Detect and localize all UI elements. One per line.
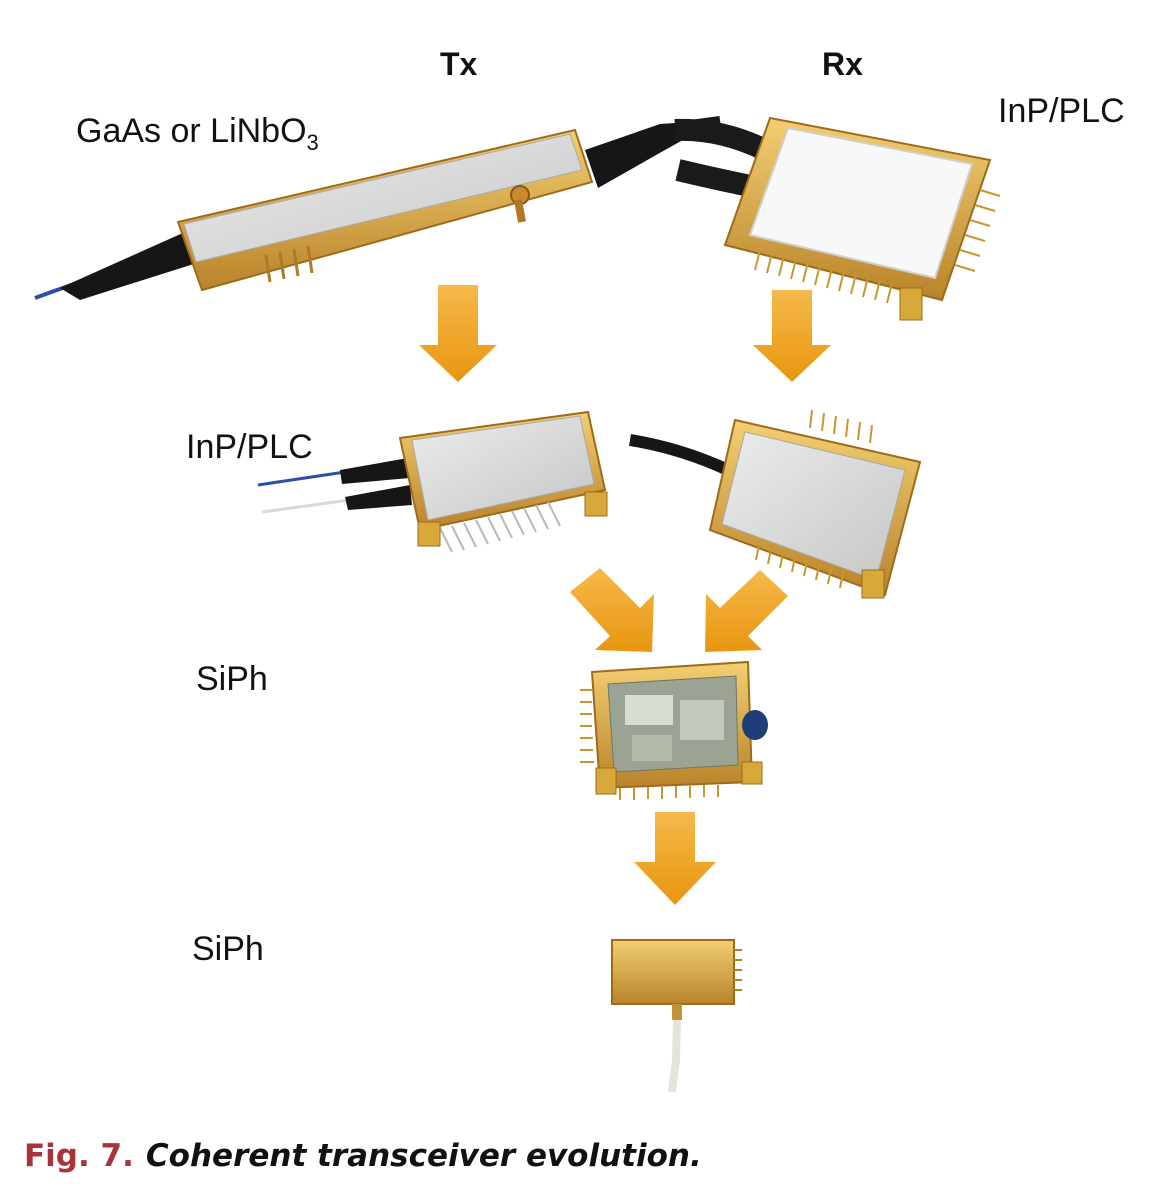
siph-gen3-pins [580,689,719,800]
rx-gen1-lid [748,126,974,280]
figure-illustration [34,116,1001,1093]
tx-gen2-tab-left [417,521,441,547]
arrow-tx-gen2-to-gen3 [570,568,654,652]
tx-gen2-boot-top [340,458,410,484]
rx-gen1-pins [754,189,1001,304]
tech-label-tx-gen1-subscript: 3 [306,129,319,155]
caption-text: Coherent transceiver evolution. [145,1138,702,1174]
column-header-rx: Rx [822,46,863,82]
tech-label-rx-gen1: InP/PLC [998,92,1125,130]
siph-gen3-module [580,660,768,800]
tech-label-gen2: InP/PLC [186,428,313,466]
arrow-rx-gen1-to-gen2 [753,290,831,382]
siph-gen4-fiber [668,1019,681,1093]
tx-gen2-tab-right [584,491,608,517]
tx-gen1-module [34,116,721,300]
siph-gen3-chip-a [625,695,673,725]
tech-label-gen3: SiPh [196,660,268,698]
arrow-tx-gen1-to-gen2 [419,285,497,382]
rx-gen2-tab [861,569,885,599]
siph-gen4-pins [734,949,742,991]
siph-gen3-connector [742,710,768,740]
rx-gen2-fiber [629,434,731,476]
tx-gen1-lid [183,133,583,263]
tx-gen1-rf-stem [514,199,526,223]
tx-gen2-fiber-white [261,498,351,514]
tech-label-tx-gen1: GaAs or LiNbO3 [76,112,319,156]
figure-caption: Fig. 7. Coherent transceiver evolution. [24,1138,702,1174]
tech-label-tx-gen1-text: GaAs or LiNbO [76,112,307,150]
rx-gen1-tab [899,287,923,321]
figure-number: Fig. 7. [24,1138,134,1174]
siph-gen3-tab-right [741,761,763,785]
rx-gen2-module [629,409,922,599]
rx-gen1-module [674,116,1001,321]
figure: Tx Rx GaAs or LiNbO3 InP/PLC InP/PLC SiP… [34,46,1125,1093]
siph-gen4-module [611,939,742,1093]
tx-gen2-pins [439,501,561,553]
siph-gen4-fiber-boot [672,1004,682,1020]
tech-label-gen4: SiPh [192,930,264,968]
arrow-gen3-to-gen4 [634,812,716,905]
tx-gen1-boot-left [60,232,200,300]
siph-gen3-tab [595,767,617,795]
siph-gen4-body [611,939,735,1005]
tx-gen2-lid [411,415,595,521]
tx-gen1-boot-right [585,122,690,188]
tx-gen1-pins [264,245,314,283]
siph-gen3-chip-b [680,700,724,740]
rx-gen2-pins [755,409,873,589]
siph-gen3-chip-c [632,735,672,761]
tx-gen2-fiber-blue [257,470,346,487]
tx-gen2-boot-bottom [345,485,412,510]
column-header-tx: Tx [440,46,478,82]
arrow-rx-gen2-to-gen3 [705,570,788,652]
rx-gen1-fiber-top [674,118,770,160]
tx-gen2-module [257,410,608,553]
